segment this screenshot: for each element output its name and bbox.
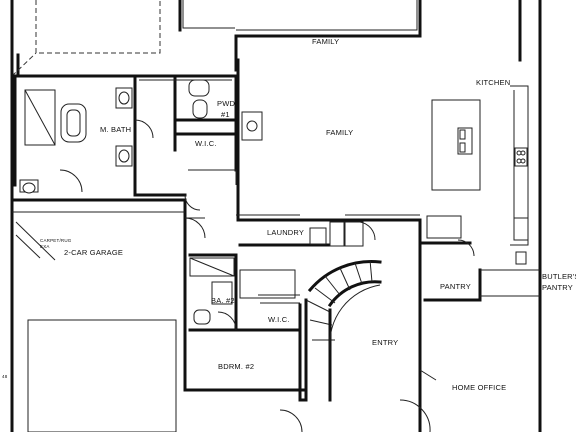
garage-note-2: EXA	[40, 244, 50, 249]
label-family-top: FAMILY	[312, 37, 339, 46]
label-kitchen: KITCHEN	[476, 78, 510, 87]
label-bedroom2: BDRM. #2	[218, 362, 254, 371]
family-walls	[236, 58, 422, 222]
label-butlers-2: PANTRY	[542, 283, 573, 292]
patio-outline	[11, 0, 418, 77]
bath2-bedroom2	[188, 253, 302, 402]
wic-and-powder	[133, 74, 263, 211]
exterior-walls	[10, 0, 542, 432]
label-pwd: PWD	[217, 99, 235, 108]
label-garage: 2-CAR GARAGE	[64, 248, 123, 257]
label-pantry: PANTRY	[440, 282, 471, 291]
label-laundry: LAUNDRY	[267, 228, 304, 237]
home-office	[279, 298, 437, 432]
master-bath	[10, 74, 177, 197]
laundry	[238, 221, 376, 247]
room-labels: PWD #1 M. BATH W.I.C. FAMILY FAMILY KITC…	[2, 37, 576, 392]
label-master-bath: M. BATH	[100, 125, 131, 134]
label-pwd-num: #1	[221, 110, 230, 119]
kitchen	[431, 85, 529, 246]
label-wic-master: W.I.C.	[195, 139, 217, 148]
pantry	[418, 215, 540, 302]
garage-edge-note: 48	[2, 374, 8, 379]
label-wic-bed2: W.I.C.	[268, 315, 290, 324]
stair	[239, 259, 382, 402]
label-bath2: BA. #2	[211, 296, 235, 305]
label-family: FAMILY	[326, 128, 353, 137]
label-home-office: HOME OFFICE	[452, 383, 506, 392]
garage-note-1: CARPET/RUG	[40, 238, 72, 243]
label-butlers-1: BUTLER'S	[542, 272, 576, 281]
label-entry: ENTRY	[372, 338, 398, 347]
garage	[12, 208, 206, 432]
